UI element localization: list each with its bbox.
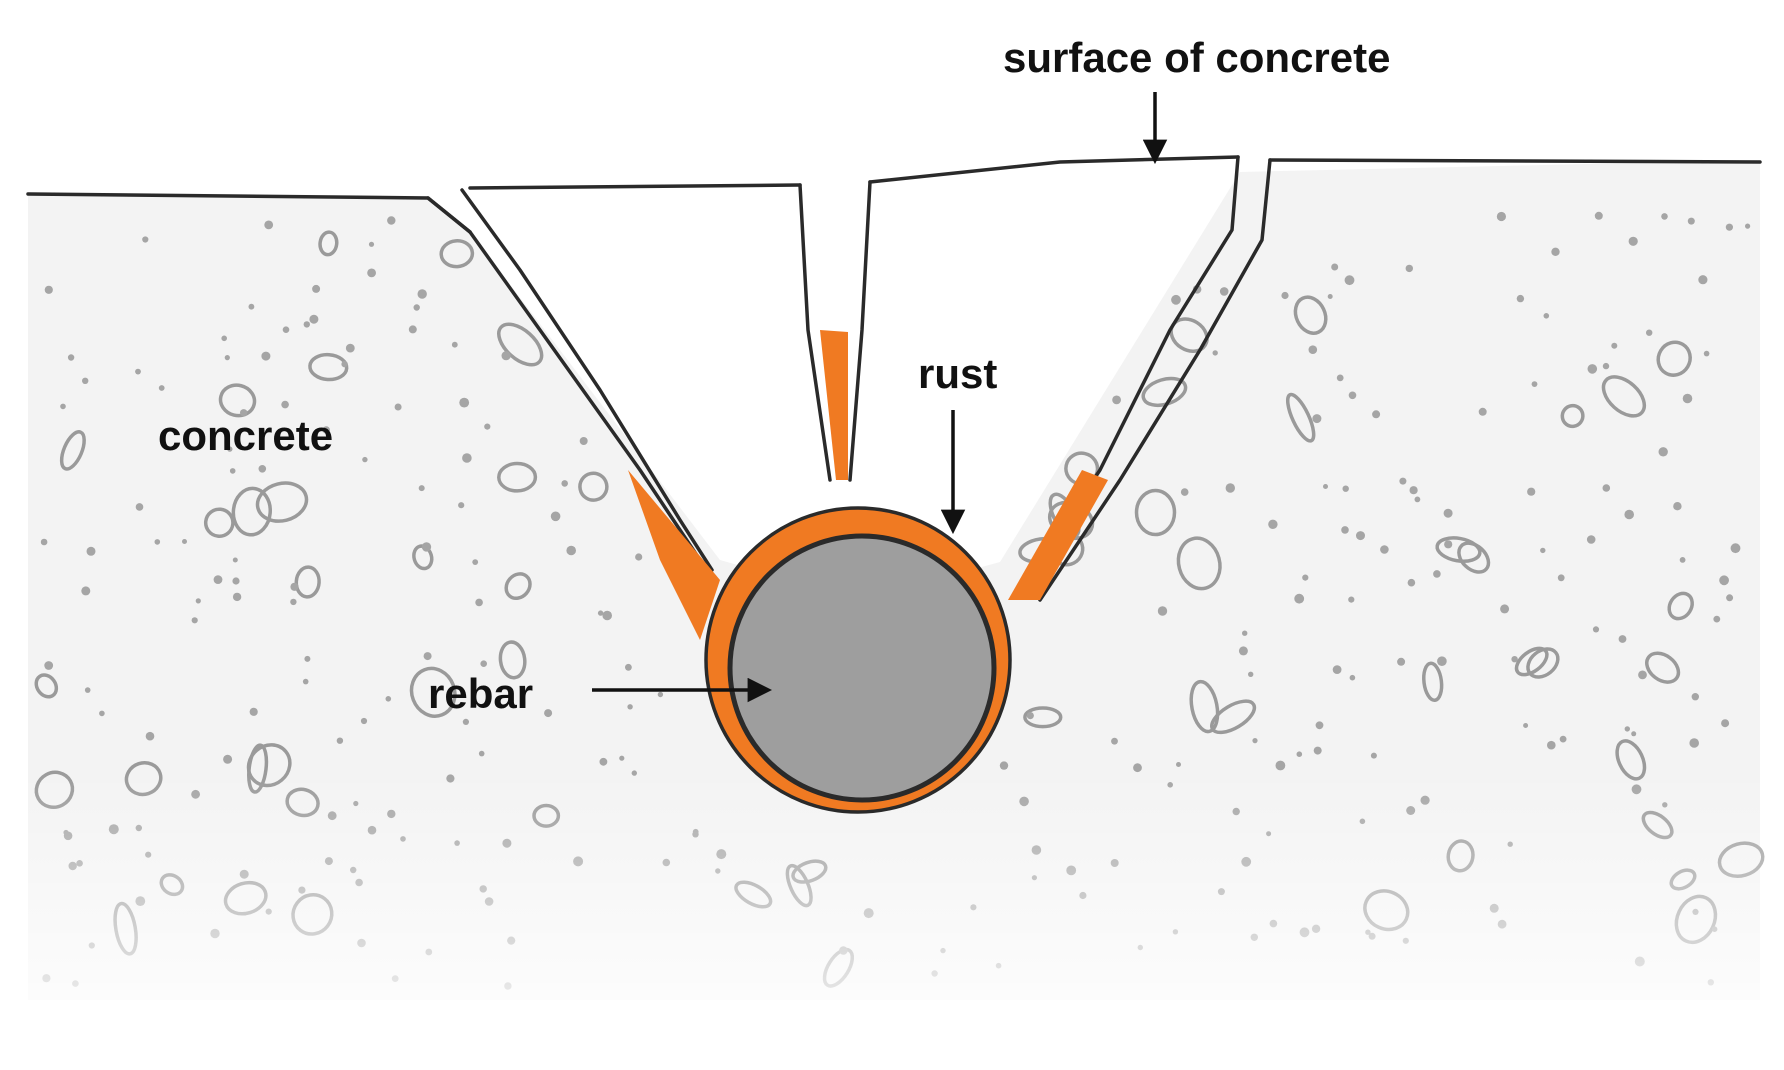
right-crack-inner xyxy=(1038,158,1272,602)
center-crack xyxy=(798,180,872,482)
rebar-outline xyxy=(727,533,997,803)
rebar-cross-section xyxy=(730,536,994,800)
rust-center-crack xyxy=(820,330,848,480)
rust-ring-outline xyxy=(704,506,1012,814)
rebar-label: rebar xyxy=(428,670,533,717)
surface-of-concrete-label: surface of concrete xyxy=(1003,34,1390,81)
concrete-label: concrete xyxy=(158,412,333,459)
rust-right-crack xyxy=(1008,470,1108,600)
left-crack-inner xyxy=(460,188,714,572)
rust-left-crack xyxy=(628,470,720,640)
rust-label: rust xyxy=(918,350,997,397)
left-crack xyxy=(426,196,702,562)
